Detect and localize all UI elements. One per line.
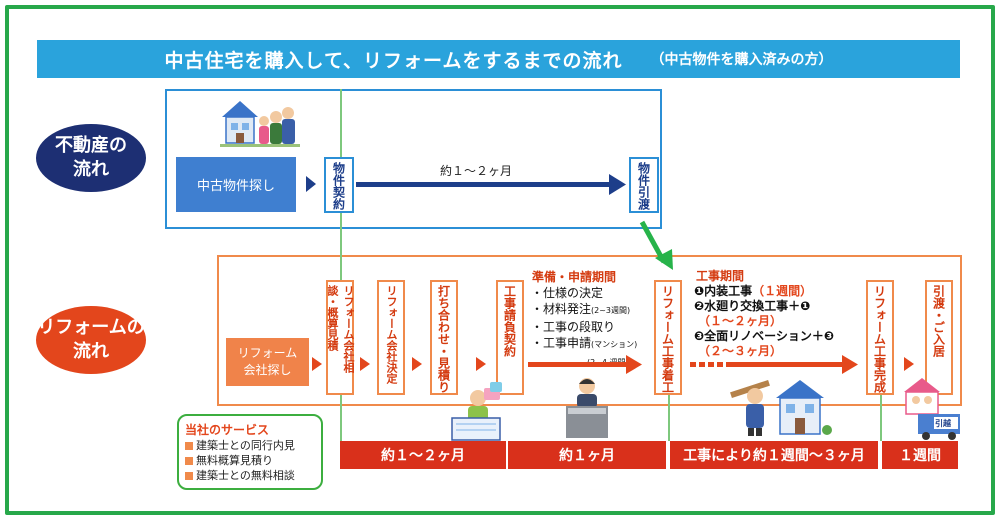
handover-movein-step: 引渡・ご入居 — [925, 280, 953, 395]
property-handover-label: 物件引渡 — [636, 162, 651, 210]
movein-illustration — [904, 378, 960, 440]
service-item: 建築士との無料相談 — [185, 468, 315, 483]
truck-label: 引越 — [935, 419, 951, 428]
construction-contract-step: 工事請負契約 — [496, 280, 524, 395]
reform-arrow-3 — [412, 357, 422, 371]
handover-movein-label: 引渡・ご入居 — [931, 285, 946, 357]
new-house-illustration — [776, 380, 832, 435]
timeline-segment-2: 約１ヶ月 — [508, 441, 666, 469]
reform-decide-label: リフォーム会社決定 — [385, 285, 398, 384]
title-bar: 中古住宅を購入して、リフォームをするまでの流れ （中古物件を購入済みの方） — [37, 40, 960, 78]
work-line: ❷水廻り交換工事＋❶ — [694, 299, 811, 313]
prep-item: ・工事申請(マンション) — [531, 336, 638, 350]
work-arrow-dash — [717, 362, 723, 367]
work-line: （２～３ヶ月） — [698, 344, 783, 358]
work-arrow-dash — [690, 362, 696, 367]
work-line: ❶内装工事（１週間） — [694, 284, 813, 298]
work-line: ❸全面リノベーション＋❸ — [694, 329, 835, 343]
bullet-square-icon — [185, 456, 193, 465]
service-item: 無料概算見積り — [185, 453, 315, 468]
prep-item: ・仕様の決定 — [531, 286, 604, 300]
reform-flow-label: リフォームの 流れ — [36, 306, 146, 374]
property-contract-label: 物件契約 — [331, 162, 346, 210]
office-worker-illustration — [566, 378, 608, 438]
reform-consult-step: リフォーム会社相談・概算見積 — [326, 280, 355, 395]
reform-arrow-1 — [312, 357, 322, 371]
prep-period-title: 準備・申請期間 — [532, 270, 617, 284]
work-line: （１～２ヶ月） — [698, 314, 783, 328]
property-handover-step: 物件引渡 — [629, 157, 659, 213]
construction-complete-step: リフォーム工事完成 — [866, 280, 894, 395]
work-arrow-dash — [699, 362, 705, 367]
work-items: ❶内装工事（１週間） ❷水廻り交換工事＋❶ （１～２ヶ月） ❸全面リノベーション… — [694, 284, 834, 359]
service-item: 建築士との同行内見 — [185, 438, 315, 453]
designer-illustration — [451, 382, 502, 441]
work-period-title: 工事期間 — [696, 269, 745, 283]
construction-contract-label: 工事請負契約 — [502, 285, 517, 357]
realestate-period-arrow-head — [609, 174, 626, 195]
bullet-square-icon — [185, 471, 193, 480]
carpenter-illustration — [730, 379, 770, 436]
reform-arrow-2 — [360, 357, 370, 371]
meeting-estimate-label: 打ち合わせ・見積り — [436, 285, 451, 393]
connector-line-right — [880, 380, 882, 441]
search-arrow — [306, 176, 316, 192]
page-subtitle: （中古物件を購入済みの方） — [650, 52, 833, 68]
prep-period-arrow-shaft — [528, 362, 628, 367]
reform-company-search: リフォーム 会社探し — [226, 338, 309, 386]
realestate-box — [165, 89, 662, 229]
services-box: 当社のサービス 建築士との同行内見 無料概算見積り 建築士との無料相談 — [177, 414, 323, 490]
connector-line-left — [340, 89, 342, 441]
realestate-period-arrow-shaft — [356, 182, 611, 187]
handover-to-start-arrow-head — [655, 249, 673, 270]
services-title: 当社のサービス — [185, 423, 270, 437]
meeting-estimate-step: 打ち合わせ・見積り — [430, 280, 458, 395]
construction-start-step: リフォーム工事着工 — [654, 280, 682, 395]
reform-decide-step: リフォーム会社決定 — [377, 280, 405, 395]
house-family-illustration — [220, 101, 300, 147]
bullet-square-icon — [185, 441, 193, 450]
construction-complete-label: リフォーム工事完成 — [872, 285, 887, 393]
timeline-segment-3: 工事により約１週間～３ヶ月 — [670, 441, 878, 469]
timeline-segment-1: 約１～２ヶ月 — [340, 441, 506, 469]
work-arrow-shaft — [726, 362, 844, 367]
reform-arrow-5 — [904, 357, 914, 371]
prep-item: ・工事の段取り — [531, 320, 616, 334]
work-arrow-dash — [708, 362, 714, 367]
property-contract-step: 物件契約 — [324, 157, 354, 213]
prep-period-arrow-head — [626, 355, 642, 374]
construction-start-label: リフォーム工事着工 — [660, 285, 675, 393]
work-arrow-head — [842, 355, 858, 374]
page-title: 中古住宅を購入して、リフォームをするまでの流れ — [164, 49, 623, 72]
realestate-flow-label: 不動産の 流れ — [36, 124, 146, 192]
realestate-period-label: 約１～２ヶ月 — [440, 164, 513, 178]
prep-item: ・材料発注(2~3週間) — [531, 302, 631, 316]
reform-consult-label: リフォーム会社相談・概算見積 — [326, 285, 355, 373]
reform-arrow-4 — [476, 357, 486, 371]
used-property-search: 中古物件探し — [176, 157, 296, 212]
timeline-segment-4: １週間 — [882, 441, 958, 469]
